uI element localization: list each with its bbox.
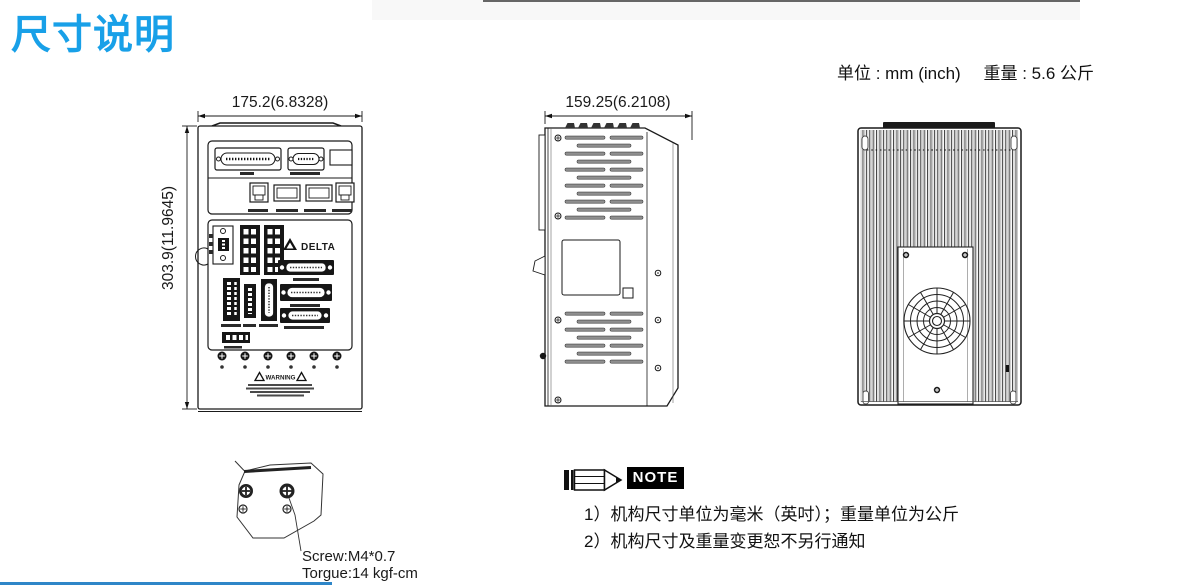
leader-line <box>288 497 302 552</box>
page-header-top-rule <box>483 0 1080 2</box>
dsub-9pin-connector <box>287 147 325 175</box>
note-item-2: 2）机构尺寸及重量变更恕不另行通知 <box>584 532 866 551</box>
page-title: 尺寸说明 <box>11 13 175 57</box>
side-view-drawing: 159.25(6.2108) <box>532 94 693 407</box>
cn-connector-stack-1 <box>278 260 334 281</box>
rj45-port-left <box>248 182 269 212</box>
pilot-hole-left <box>238 504 248 514</box>
warning-text: WARNING <box>266 375 296 382</box>
front-width-dimension: 175.2(6.8328) <box>197 94 363 122</box>
rear-side-latch <box>1005 365 1009 372</box>
usb-port-1 <box>273 184 301 212</box>
pilot-hole-right <box>282 504 292 514</box>
front-main-panel: DELTA <box>195 219 353 351</box>
blank-slot <box>329 149 353 166</box>
side-width-dimension: 159.25(6.2108) <box>544 94 693 140</box>
page-footer-rule <box>0 582 332 585</box>
side-width-dim-text: 159.25(6.2108) <box>565 94 670 111</box>
front-top-panel <box>207 140 355 215</box>
cn-connector-stack-3 <box>280 308 330 329</box>
weight-label: 重量 : 5.6 公斤 <box>983 64 1094 83</box>
fan-grill <box>903 287 971 355</box>
torque-spec-text: Torgue:14 kgf-cm <box>302 565 418 582</box>
note-badge: NOTE <box>627 467 684 489</box>
power-terminal-connector <box>209 225 234 265</box>
screw-detail-drawing: Screw:M4*0.7 Torgue:14 kgf-cm <box>234 460 418 582</box>
delta-logo: DELTA <box>283 238 335 253</box>
side-knob <box>539 352 547 360</box>
terminal-block-1 <box>240 225 260 275</box>
hook-loop <box>195 247 209 266</box>
mount-screw-right <box>279 483 295 499</box>
corner-piece-outline <box>234 460 324 539</box>
page-header-remnant <box>372 0 1080 20</box>
note-pencil-icon <box>564 468 623 492</box>
small-io-connector <box>222 332 250 349</box>
note-item-1: 1）机构尺寸单位为毫米（英吋）；重量单位为公斤 <box>584 505 959 524</box>
dsub-25pin-connector <box>214 147 282 175</box>
units-weight-label: 单位 : mm (inch) 重量 : 5.6 公斤 <box>837 59 1094 84</box>
screw-spec-text: Screw:M4*0.7 <box>302 548 395 565</box>
usb-port-2 <box>304 184 333 212</box>
front-view-drawing: 175.2(6.8328) 303.9(11.9645) <box>160 94 363 412</box>
side-rear-screws <box>654 269 662 372</box>
io-connector-c <box>261 279 277 321</box>
side-small-square <box>622 287 634 299</box>
side-louvers-lower <box>564 311 644 364</box>
warning-label: WARNING <box>246 371 314 397</box>
io-connector-b <box>244 284 256 318</box>
delta-logo-text: DELTA <box>301 242 335 253</box>
cn-connector-stack-2 <box>280 284 332 307</box>
mounting-flange <box>532 134 547 360</box>
corner-notches <box>861 135 1018 405</box>
top-mount-tabs <box>565 123 640 128</box>
warning-triangle-icon <box>253 371 266 382</box>
io-connector-a <box>223 278 240 321</box>
side-louvers-upper <box>564 135 644 220</box>
ground-screw-row <box>217 351 342 369</box>
warning-triangle-icon <box>295 371 308 382</box>
front-width-dim-text: 175.2(6.8328) <box>232 94 329 111</box>
side-cutout-panel <box>561 239 621 296</box>
front-height-dimension: 303.9(11.9645) <box>160 125 197 410</box>
units-label: 单位 : mm (inch) <box>837 64 961 83</box>
fan-plate-screws <box>902 251 969 394</box>
mount-screw-left <box>239 484 253 498</box>
side-front-screws <box>554 134 562 404</box>
rj45-port-right <box>332 182 355 212</box>
front-height-dim-text: 303.9(11.9645) <box>160 186 177 290</box>
rear-view-drawing <box>857 122 1022 406</box>
